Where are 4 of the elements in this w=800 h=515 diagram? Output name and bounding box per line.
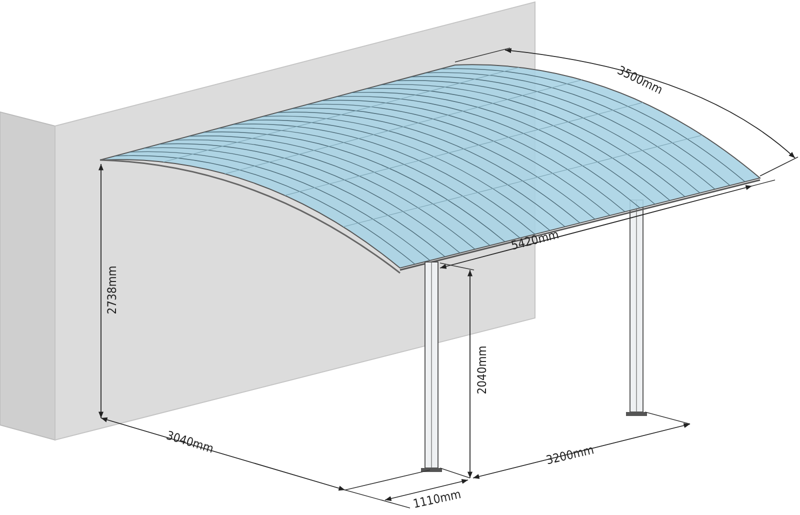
dimension-label: 2738mm	[106, 266, 118, 314]
dimension-label: 3200mm	[545, 444, 595, 466]
dimension-label: 2040mm	[476, 346, 488, 394]
dimension-label: 1110mm	[412, 488, 462, 510]
